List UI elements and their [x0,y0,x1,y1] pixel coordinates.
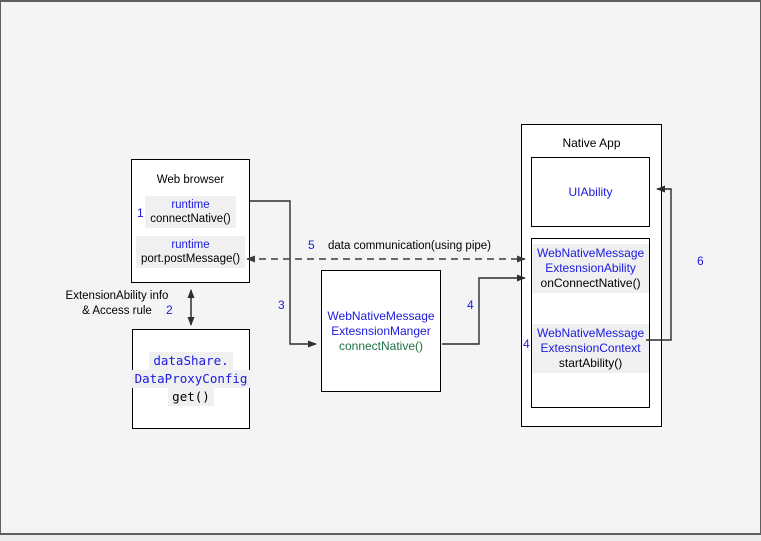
ability-line3: onConnectNative() [540,276,641,290]
on-connect-native-block: WebNativeMessage ExtesnsionAbility onCon… [532,244,650,293]
connect-native-block: runtime connectNative() [132,196,249,228]
step-3-label: 3 [278,298,285,312]
step-6-label: 6 [697,254,704,268]
post-message-code: port.postMessage() [140,253,241,265]
datashare-line1: dataShare. [149,352,233,370]
step-1-label: 1 [137,206,144,220]
datashare-line3: get() [168,388,214,406]
native-app-title: Native App [562,136,621,150]
arrow-step4 [442,274,526,345]
extension-ability-box: WebNativeMessage ExtesnsionAbility onCon… [531,238,650,408]
web-browser-title: Web browser [156,174,225,186]
arrow-step3 [250,200,317,348]
uiability-box: UIAbility [531,157,650,227]
pipe-communication-note: data communication(using pipe) [328,240,492,252]
manager-line2: ExtesnsionManger [331,323,431,338]
runtime-label: runtime [171,239,210,251]
step-2-label: 2 [166,303,173,317]
extension-manager-box: WebNativeMessage ExtesnsionManger connec… [321,270,441,392]
start-ability-block: WebNativeMessage ExtesnsionContext start… [532,324,650,373]
connect-native-code: connectNative() [150,213,231,225]
context-line1: WebNativeMessage [537,326,645,340]
extension-info-note: ExtensionAbility info & Access rule [56,289,178,319]
step-4b-label: 4 [523,337,530,351]
web-browser-box: Web browser runtime connectNative() runt… [131,159,250,283]
context-line2: ExtesnsionContext [540,341,641,355]
ability-line1: WebNativeMessage [537,246,645,260]
post-message-block: runtime port.postMessage() [132,236,249,268]
step-5-label: 5 [308,238,315,252]
datashare-box: dataShare. DataProxyConfig get() [130,329,252,429]
uiability-label: UIAbility [568,185,613,199]
manager-line3: connectNative() [338,338,424,353]
ability-line2: ExtesnsionAbility [545,261,636,275]
extension-info-line1: ExtensionAbility info [65,290,169,302]
step-4-label: 4 [467,298,474,312]
runtime-label: runtime [171,199,210,211]
manager-line1: WebNativeMessage [327,308,435,323]
datashare-line2: DataProxyConfig [130,370,252,388]
context-line3: startAbility() [558,356,623,370]
extension-info-line2: & Access rule [82,305,152,317]
